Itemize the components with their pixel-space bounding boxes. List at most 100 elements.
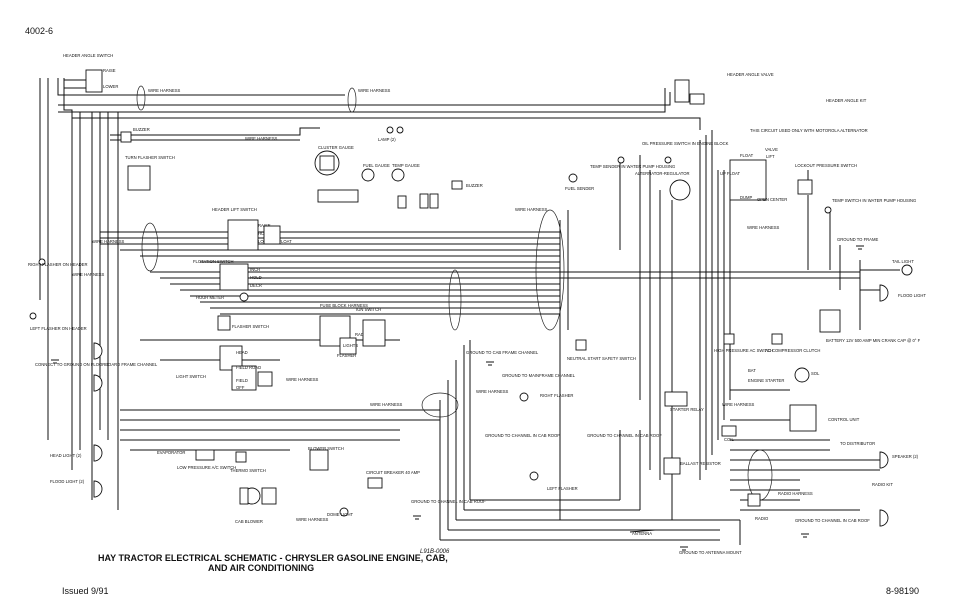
flood-light-icon: FLOOD LIGHT (2)	[50, 374, 103, 498]
cluster-gauge: CLUSTER GAUGE	[314, 145, 359, 203]
ground-floorboard: CONNECT TO GROUND ON FLOORBOARD FRAME CH…	[35, 362, 158, 367]
svg-text:RIGHT FLASHER ON HEADER: RIGHT FLASHER ON HEADER	[28, 262, 88, 267]
svg-text:HEAD LIGHT (2): HEAD LIGHT (2)	[50, 453, 82, 458]
svg-text:BUZZER: BUZZER	[466, 183, 483, 188]
svg-text:FLASHER SWITCH: FLASHER SWITCH	[232, 324, 269, 329]
svg-text:GROUND TO CHANNEL IN CAB ROOF: GROUND TO CHANNEL IN CAB ROOF	[411, 499, 486, 504]
right-flasher: RIGHT FLASHER	[519, 392, 573, 402]
svg-text:WIRE HARNESS: WIRE HARNESS	[476, 389, 509, 394]
buzzer-icon: BUZZER	[120, 127, 150, 143]
svg-text:HIGH PRESSURE AC SWITCH: HIGH PRESSURE AC SWITCH	[714, 348, 773, 353]
svg-text:BATTERY 12V 500 AMP MIN CRANK: BATTERY 12V 500 AMP MIN CRANK CAP @ 0° F	[826, 338, 921, 343]
svg-text:GROUND TO MAINFRAME CHANNEL: GROUND TO MAINFRAME CHANNEL	[502, 373, 576, 378]
flasher-switch: FLASHER SWITCH	[217, 315, 269, 331]
svg-text:BAT: BAT	[748, 368, 756, 373]
header-angle-valve: HEADER ANGLE VALVE HEADER ANGLE KIT	[674, 72, 867, 105]
fuel-gauge: FUEL GAUGE	[361, 163, 390, 182]
svg-text:FLASHER: FLASHER	[337, 353, 356, 358]
svg-text:SPEAKER (2): SPEAKER (2)	[892, 454, 919, 459]
svg-text:THERMO SWITCH: THERMO SWITCH	[230, 468, 266, 473]
svg-text:TEMP SENDER IN WATER PUMP HOUS: TEMP SENDER IN WATER PUMP HOUSING	[590, 164, 675, 169]
high-pressure-switch: HIGH PRESSURE AC SWITCH	[714, 333, 773, 353]
svg-text:AC COMPRESSOR CLUTCH: AC COMPRESSOR CLUTCH	[765, 348, 820, 353]
ground-cab-roof-right: GROUND TO CHANNEL IN CAB ROOF	[795, 518, 870, 523]
header-angle-switch: HEADER ANGLE SWITCH RAISE LOWER	[63, 53, 118, 93]
svg-text:LIGHTS: LIGHTS	[343, 343, 358, 348]
tail-light: TAIL LIGHT	[892, 259, 914, 276]
svg-text:WIRE HARNESS: WIRE HARNESS	[148, 88, 181, 93]
svg-text:COIL: COIL	[724, 437, 734, 442]
low-pressure-switch: LOW PRESSURE A/C SWITCH	[177, 465, 236, 470]
svg-text:LEFT FLASHER ON HEADER: LEFT FLASHER ON HEADER	[30, 326, 87, 331]
valve: VALVE FLOAT LIFT DUMP OPEN CENTER UP FLO…	[720, 147, 787, 202]
fuse-block: FUSE BLOCK HARNESS RADIO LIGHTS FLASHER	[319, 303, 369, 358]
temp-sender: TEMP SENDER IN WATER PUMP HOUSING	[590, 156, 675, 169]
svg-text:FLOOD LIGHT: FLOOD LIGHT	[898, 293, 926, 298]
svg-text:FUEL GAUGE: FUEL GAUGE	[363, 163, 390, 168]
svg-text:WIRE HARNESS: WIRE HARNESS	[358, 88, 391, 93]
ground-to-mainframe: GROUND TO MAINFRAME CHANNEL	[502, 373, 576, 378]
hour-meter: HOUR METER	[196, 292, 249, 302]
svg-text:WIRE HARNESS: WIRE HARNESS	[747, 225, 780, 230]
circuit-note: THIS CIRCUIT USED ONLY WITH MOTOROLA ALT…	[750, 128, 868, 133]
svg-text:FLOOD LIGHT (2): FLOOD LIGHT (2)	[50, 479, 85, 484]
ground-antenna-mount: GROUND TO ANTENNA MOUNT	[679, 550, 742, 555]
dome-light: DOME LIGHT	[327, 507, 353, 517]
svg-text:HEADER ANGLE VALVE: HEADER ANGLE VALVE	[727, 72, 774, 77]
svg-text:GROUND TO FRAME: GROUND TO FRAME	[837, 237, 878, 242]
svg-text:WIRE HARNESS: WIRE HARNESS	[92, 239, 125, 244]
svg-text:FIELD: FIELD	[236, 378, 248, 383]
svg-text:TEMP SWITCH IN WATER PUMP HOUS: TEMP SWITCH IN WATER PUMP HOUSING	[832, 198, 916, 203]
control-unit: CONTROL UNIT	[789, 404, 860, 432]
antenna: ANTENNA	[629, 529, 656, 536]
svg-text:WIRE HARNESS: WIRE HARNESS	[370, 402, 403, 407]
left-flasher-on-header: LEFT FLASHER ON HEADER	[29, 312, 87, 331]
alternator-regulator: ALTERNATOR-REGULATOR	[635, 171, 691, 201]
svg-text:ANTENNA: ANTENNA	[632, 531, 652, 536]
svg-text:HEAD: HEAD	[236, 350, 248, 355]
harness-bundle-markers	[136, 85, 773, 501]
radio-kit: RADIO KIT	[872, 482, 893, 487]
svg-text:FIELD ROAD: FIELD ROAD	[236, 365, 261, 370]
svg-text:UP FLOAT: UP FLOAT	[720, 171, 741, 176]
svg-text:CONNECT TO GROUND ON FLOORBOAR: CONNECT TO GROUND ON FLOORBOARD FRAME CH…	[35, 362, 158, 367]
svg-text:TO DISTRIBUTOR: TO DISTRIBUTOR	[840, 441, 875, 446]
svg-text:STARTER RELAY: STARTER RELAY	[670, 407, 704, 412]
title-line-1: HAY TRACTOR ELECTRICAL SCHEMATIC - CHRYS…	[98, 553, 448, 563]
ground-symbols	[51, 245, 864, 551]
doc-code: 4002-6	[25, 26, 53, 36]
svg-text:GROUND TO CAB FRAME CHANNEL: GROUND TO CAB FRAME CHANNEL	[466, 350, 539, 355]
ground-to-cab-roof: GROUND TO CHANNEL IN CAB ROOF	[411, 499, 486, 504]
ac-compressor-clutch: AC COMPRESSOR CLUTCH	[765, 333, 820, 353]
svg-text:THIS CIRCUIT USED ONLY WITH MO: THIS CIRCUIT USED ONLY WITH MOTOROLA ALT…	[750, 128, 868, 133]
svg-text:TEMP GAUGE: TEMP GAUGE	[392, 163, 420, 168]
svg-text:INCR: INCR	[250, 267, 260, 272]
evaporator: EVAPORATOR	[157, 449, 215, 461]
neutral-start-switch: NEUTRAL START SAFETY SWITCH	[567, 339, 636, 361]
svg-text:CAB BLOWER: CAB BLOWER	[235, 519, 263, 524]
svg-text:HEADER ANGLE KIT: HEADER ANGLE KIT	[826, 98, 867, 103]
figure-code: L91B-0006	[420, 549, 450, 555]
svg-text:LOCKOUT PRESSURE SWITCH: LOCKOUT PRESSURE SWITCH	[795, 163, 857, 168]
ign-switch: IGN SWITCH	[356, 307, 386, 347]
gauge-connectors	[397, 193, 439, 209]
ground-to-cab-frame: GROUND TO CAB FRAME CHANNEL	[466, 350, 539, 355]
temp-gauge: TEMP GAUGE	[391, 163, 420, 182]
svg-text:SOL: SOL	[811, 371, 820, 376]
svg-text:TAIL LIGHT: TAIL LIGHT	[892, 259, 914, 264]
issued-date: Issued 9/91	[62, 586, 109, 596]
svg-text:HEADER ANGLE SWITCH: HEADER ANGLE SWITCH	[63, 53, 113, 58]
svg-text:HEADER LIFT SWITCH: HEADER LIFT SWITCH	[212, 207, 257, 212]
svg-text:RIGHT FLASHER: RIGHT FLASHER	[540, 393, 573, 398]
flotation-switch: FLOTATION SWITCH INCR HOLD DECR	[193, 259, 262, 291]
svg-text:FLOTATION SWITCH: FLOTATION SWITCH	[193, 259, 234, 264]
light-switch: LIGHT SWITCH HEAD FIELD ROAD FIELD OFF	[176, 345, 273, 391]
oil-pressure-switch: OIL PRESSURE SWITCH IN ENGINE BLOCK	[642, 141, 729, 164]
temp-switch: TEMP SWITCH IN WATER PUMP HOUSING	[824, 198, 916, 214]
header-lift-switch: HEADER LIFT SWITCH RAISE HOLD LOWER & FL…	[212, 207, 292, 251]
to-distributor: TO DISTRIBUTOR	[840, 441, 875, 446]
svg-text:EVAPORATOR: EVAPORATOR	[157, 450, 185, 455]
fuel-sender: FUEL SENDER	[565, 173, 594, 191]
